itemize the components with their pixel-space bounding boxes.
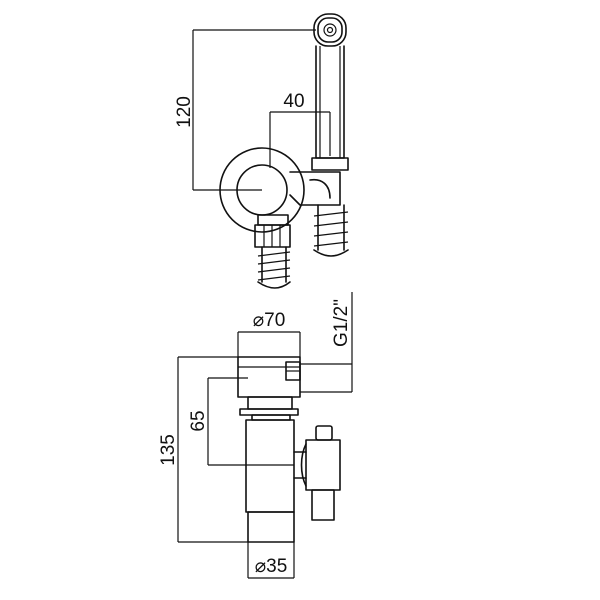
dimension-label-65: 65	[188, 410, 209, 431]
dimension-label-40: 40	[283, 91, 304, 112]
front-view: ⌀70 G1/2" 65 135 ⌀35	[158, 292, 353, 579]
hose-connector-left	[254, 214, 291, 248]
cover-plate	[237, 356, 301, 398]
dimension-label-thread: G1/2"	[331, 299, 352, 347]
dimension-135: 135	[158, 356, 248, 543]
dimension-label-diameter-35: ⌀35	[255, 556, 288, 577]
dimension-120: 120	[174, 29, 316, 191]
dimension-40: 40	[269, 91, 331, 168]
dimension-thread: G1/2"	[300, 292, 353, 393]
valve-body	[245, 419, 295, 543]
holder-bracket	[289, 171, 341, 206]
handshower-head	[313, 13, 347, 47]
dimension-diameter-35: ⌀35	[247, 542, 295, 579]
dimension-65: 65	[188, 377, 294, 466]
hose-right	[313, 204, 349, 257]
dimension-label-diameter-70: ⌀70	[253, 310, 286, 331]
dimension-diameter-70: ⌀70	[237, 310, 301, 357]
valve-lever	[293, 425, 341, 521]
dimension-label-135: 135	[158, 434, 179, 466]
dimension-label-120: 120	[174, 96, 195, 128]
hose-left	[257, 246, 291, 289]
valve-nut	[239, 396, 299, 421]
handshower-body	[311, 45, 349, 171]
side-view: 120 40	[174, 13, 349, 289]
